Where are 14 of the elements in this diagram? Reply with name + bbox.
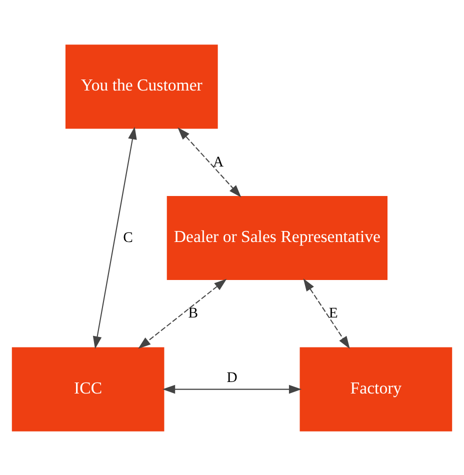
node-box: ICC: [12, 346, 164, 431]
arrow: [303, 278, 350, 348]
edge-label: A: [213, 154, 224, 170]
edge-label: E: [328, 305, 338, 322]
arrow: [162, 384, 302, 394]
node-box: You the Customer: [65, 44, 218, 128]
node-box: Factory: [300, 346, 452, 431]
arrow: [178, 126, 242, 197]
edge-label: D: [226, 370, 238, 386]
arrow: [92, 126, 137, 348]
arrow: [138, 278, 227, 348]
edge-label: C: [123, 229, 133, 246]
node-box: Dealer or Sales Representative: [166, 195, 388, 280]
edge-label: B: [188, 305, 198, 322]
